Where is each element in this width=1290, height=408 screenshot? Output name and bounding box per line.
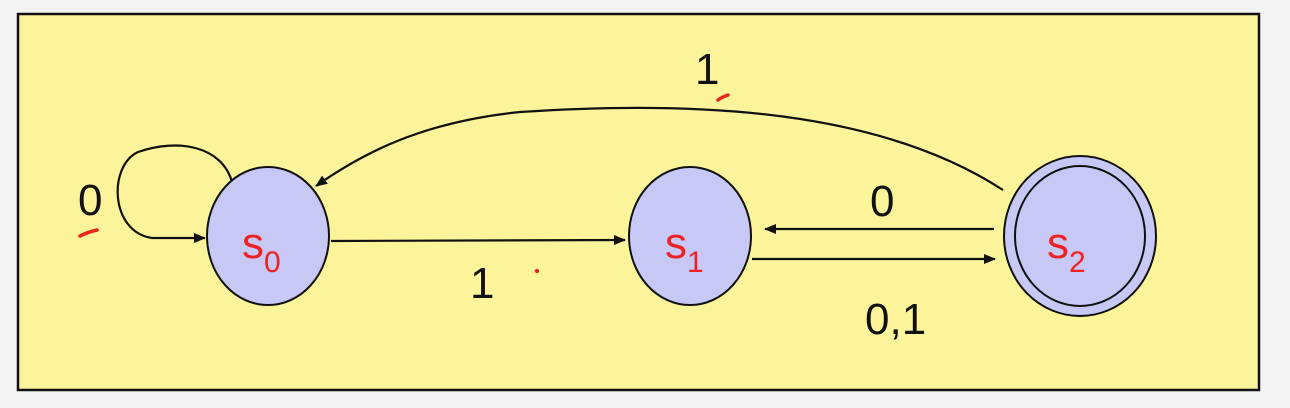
annotation-dot [534, 268, 540, 274]
annotation-mark-return-label [716, 93, 730, 102]
annotation-mark-loop-label [78, 228, 99, 238]
svg-text:s1: s1 [665, 219, 704, 279]
edge-label-s2-s1: 0 [870, 177, 894, 226]
state-s1: s1 [628, 166, 752, 306]
state-s1-subscript: 1 [687, 246, 704, 279]
edge-s2-s0 [315, 106, 1004, 191]
state-s0-letter: s [242, 219, 264, 268]
state-s0-subscript: 0 [264, 246, 281, 279]
svg-text:s0: s0 [242, 219, 281, 279]
edge-s0-s0-self-loop [116, 144, 234, 243]
edge-s0-s1 [330, 235, 626, 246]
state-s2-accepting: s2 [1003, 155, 1157, 317]
state-s2-subscript: 2 [1069, 246, 1086, 279]
edge-label-s1-s2: 0,1 [865, 295, 926, 344]
svg-text:s2: s2 [1047, 219, 1086, 279]
edge-label-s0-s1: 1 [470, 259, 494, 308]
state-s1-letter: s [665, 219, 687, 268]
edge-label-s0-s0: 0 [78, 176, 102, 225]
state-s0: s0 [206, 166, 330, 306]
state-s2-letter: s [1047, 219, 1069, 268]
edge-label-s2-s0: 1 [695, 45, 719, 94]
